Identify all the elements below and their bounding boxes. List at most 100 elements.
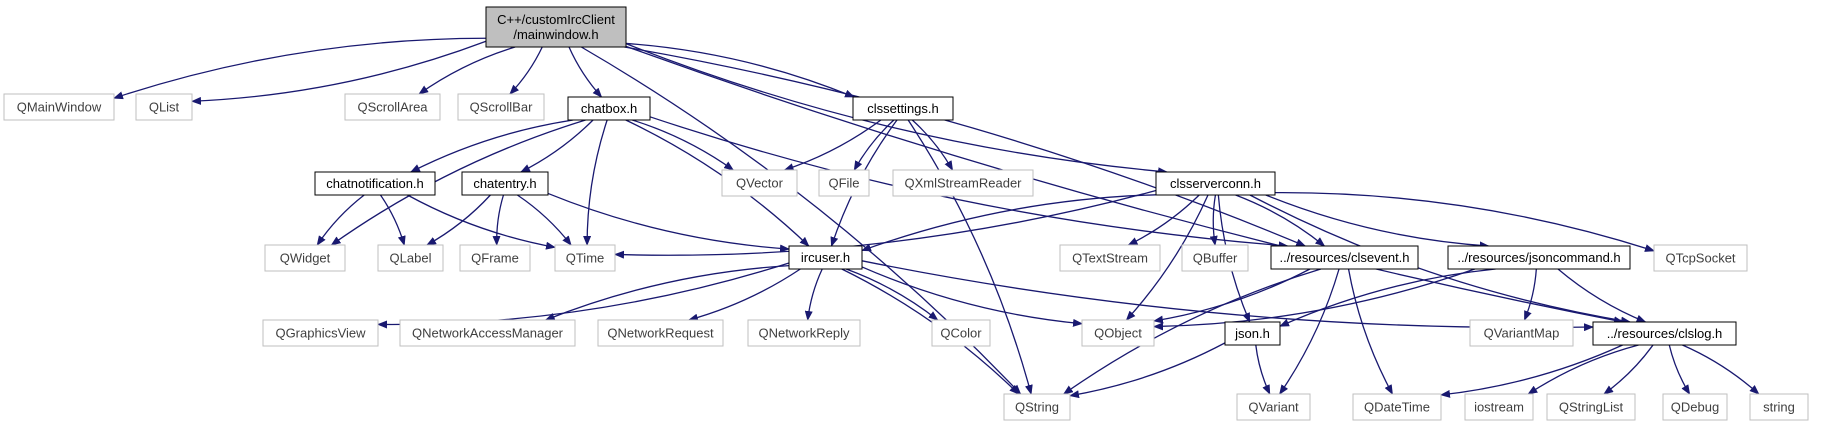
node-label: QObject — [1094, 326, 1142, 341]
node-QTcpSocket[interactable]: QTcpSocket — [1653, 244, 1748, 272]
node-box[interactable] — [721, 169, 798, 197]
node-QFrame[interactable]: QFrame — [459, 244, 531, 272]
node-box[interactable] — [1003, 393, 1071, 421]
edge-json-to-QString — [1069, 342, 1226, 399]
node-label: QNetworkRequest — [607, 326, 714, 341]
node-box[interactable] — [1469, 319, 1574, 347]
node-box[interactable] — [1352, 393, 1442, 421]
node-chatnotification[interactable]: chatnotification.h — [314, 171, 436, 196]
node-box[interactable] — [852, 96, 954, 121]
node-clsserverconn[interactable]: clsserverconn.h — [1155, 171, 1276, 196]
node-QFile[interactable]: QFile — [818, 169, 870, 197]
node-box[interactable] — [747, 319, 861, 347]
node-QLabel[interactable]: QLabel — [377, 244, 444, 272]
node-QBuffer[interactable]: QBuffer — [1181, 244, 1249, 272]
node-box[interactable] — [1546, 393, 1636, 421]
node-box[interactable] — [459, 244, 531, 272]
node-label: ../resources/clsevent.h — [1279, 250, 1409, 265]
node-label: chatentry.h — [473, 176, 536, 191]
node-QObject[interactable]: QObject — [1081, 319, 1155, 347]
node-label: /mainwindow.h — [513, 27, 598, 42]
node-label: QScrollBar — [470, 100, 534, 115]
node-box[interactable] — [314, 171, 436, 196]
edge-ircuser-to-QNetworkAccessManager — [544, 265, 790, 321]
node-box[interactable] — [485, 6, 627, 48]
node-QVector[interactable]: QVector — [721, 169, 798, 197]
node-chatbox[interactable]: chatbox.h — [567, 96, 651, 121]
node-box[interactable] — [344, 93, 441, 121]
node-box[interactable] — [1464, 393, 1534, 421]
node-box[interactable] — [1155, 171, 1276, 196]
node-label: QTime — [566, 251, 605, 266]
node-label: QTcpSocket — [1665, 251, 1735, 266]
node-box[interactable] — [931, 319, 991, 347]
node-string[interactable]: string — [1749, 393, 1809, 421]
edge-chatnotification-to-QLabel — [379, 194, 406, 246]
node-QColor[interactable]: QColor — [931, 319, 991, 347]
node-box[interactable] — [1662, 393, 1728, 421]
node-box[interactable] — [461, 171, 549, 196]
node-box[interactable] — [264, 244, 346, 272]
node-QXmlStreamReader[interactable]: QXmlStreamReader — [892, 169, 1034, 197]
edge-jsoncommand-to-json — [1279, 268, 1496, 327]
node-box[interactable] — [1749, 393, 1809, 421]
node-QDateTime[interactable]: QDateTime — [1352, 393, 1442, 421]
node-box[interactable] — [597, 319, 724, 347]
node-box[interactable] — [1224, 321, 1281, 346]
node-box[interactable] — [1270, 245, 1419, 270]
edge-clsserverconn-to-jsoncommand — [1265, 194, 1490, 250]
node-clssettings[interactable]: clssettings.h — [852, 96, 954, 121]
edge-chatbox-to-chatnotification — [409, 119, 574, 173]
node-QVariantMap[interactable]: QVariantMap — [1469, 319, 1574, 347]
node-box[interactable] — [457, 93, 545, 121]
node-box[interactable] — [788, 245, 863, 270]
node-QScrollArea[interactable]: QScrollArea — [344, 93, 441, 121]
node-QMainWindow[interactable]: QMainWindow — [3, 93, 115, 121]
node-clsevent[interactable]: ../resources/clsevent.h — [1270, 245, 1419, 270]
node-box[interactable] — [1081, 319, 1155, 347]
node-QNetworkAccessManager[interactable]: QNetworkAccessManager — [399, 319, 576, 347]
node-box[interactable] — [1059, 244, 1161, 272]
node-QTextStream[interactable]: QTextStream — [1059, 244, 1161, 272]
node-ircuser[interactable]: ircuser.h — [788, 245, 863, 270]
edge-clsserverconn-to-QBuffer — [1209, 194, 1218, 246]
node-box[interactable] — [1592, 321, 1737, 346]
node-box[interactable] — [377, 244, 444, 272]
node-QTime[interactable]: QTime — [554, 244, 616, 272]
node-iostream[interactable]: iostream — [1464, 393, 1534, 421]
node-QScrollBar[interactable]: QScrollBar — [457, 93, 545, 121]
node-box[interactable] — [135, 93, 193, 121]
node-label: QWidget — [280, 251, 331, 266]
node-box[interactable] — [818, 169, 870, 197]
node-label: iostream — [1474, 400, 1524, 415]
node-box[interactable] — [554, 244, 616, 272]
node-QList[interactable]: QList — [135, 93, 193, 121]
node-QWidget[interactable]: QWidget — [264, 244, 346, 272]
node-QNetworkReply[interactable]: QNetworkReply — [747, 319, 861, 347]
node-QGraphicsView[interactable]: QGraphicsView — [262, 319, 379, 347]
node-box[interactable] — [1181, 244, 1249, 272]
node-QStringList[interactable]: QStringList — [1546, 393, 1636, 421]
node-clslog[interactable]: ../resources/clslog.h — [1592, 321, 1737, 346]
node-label: clsserverconn.h — [1170, 176, 1261, 191]
node-box[interactable] — [1653, 244, 1748, 272]
node-label: QNetworkReply — [758, 326, 850, 341]
node-box[interactable] — [3, 93, 115, 121]
node-label: QVariant — [1248, 400, 1299, 415]
node-box[interactable] — [567, 96, 651, 121]
node-QVariant[interactable]: QVariant — [1236, 393, 1311, 421]
node-json[interactable]: json.h — [1224, 321, 1281, 346]
node-QString[interactable]: QString — [1003, 393, 1071, 421]
node-QDebug[interactable]: QDebug — [1662, 393, 1728, 421]
node-box[interactable] — [1447, 245, 1631, 270]
node-box[interactable] — [262, 319, 379, 347]
node-box[interactable] — [399, 319, 576, 347]
node-QNetworkRequest[interactable]: QNetworkRequest — [597, 319, 724, 347]
edge-chatnotification-to-QTime — [407, 194, 556, 250]
node-jsoncommand[interactable]: ../resources/jsoncommand.h — [1447, 245, 1631, 270]
node-box[interactable] — [1236, 393, 1311, 421]
node-chatentry[interactable]: chatentry.h — [461, 171, 549, 196]
node-root[interactable]: C++/customIrcClient/mainwindow.h — [485, 6, 627, 48]
node-box[interactable] — [892, 169, 1034, 197]
node-label: QNetworkAccessManager — [412, 326, 564, 341]
